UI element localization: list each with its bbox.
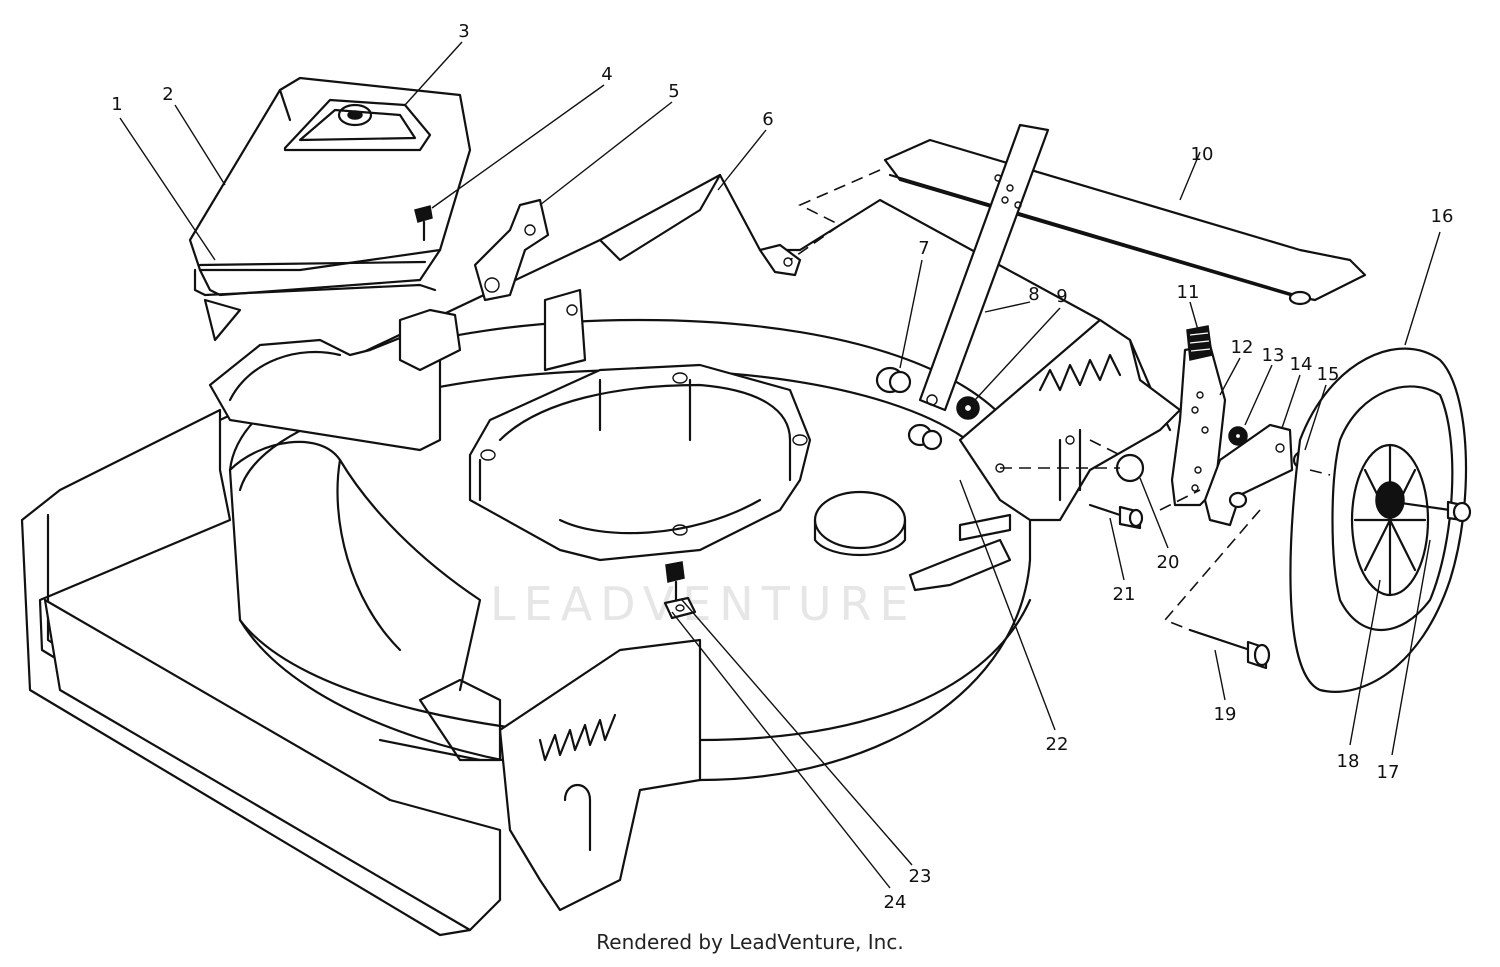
watermark: LEADVENTURE [490, 577, 917, 631]
callout-11: 11 [1177, 282, 1200, 303]
deck-housing [20, 173, 1182, 937]
callout-2: 2 [162, 84, 173, 105]
callout-20: 20 [1157, 552, 1180, 573]
bolt-21 [1088, 503, 1144, 530]
callout-8: 8 [1028, 284, 1039, 305]
callout-4: 4 [601, 64, 612, 85]
callout-12: 12 [1231, 337, 1254, 358]
discharge-door [188, 76, 472, 372]
nut-13 [1228, 426, 1248, 446]
footer-credit: Rendered by LeadVenture, Inc. [596, 930, 904, 954]
callout-10: 10 [1191, 144, 1214, 165]
leader-lines [119, 41, 1441, 889]
callout-19: 19 [1214, 704, 1237, 725]
callout-5: 5 [668, 81, 679, 102]
callout-24: 24 [884, 892, 907, 913]
callout-15: 15 [1317, 364, 1340, 385]
callout-3: 3 [458, 21, 469, 42]
rear-flap-10 [883, 138, 1367, 306]
callout-14: 14 [1290, 354, 1313, 375]
callout-16: 16 [1431, 206, 1454, 227]
washer-9 [956, 396, 980, 420]
callout-1: 1 [111, 94, 122, 115]
lever-14 [1203, 423, 1294, 527]
callout-6: 6 [762, 109, 773, 130]
axle-bolt-17 [1378, 498, 1472, 523]
callout-7: 7 [918, 238, 929, 259]
nut-22 [907, 423, 943, 451]
callout-22: 22 [1046, 734, 1069, 755]
spring-11 [1186, 325, 1213, 361]
callout-21: 21 [1113, 584, 1136, 605]
bolt-19 [1188, 628, 1271, 670]
bracket-5 [473, 198, 550, 302]
height-link-8 [918, 123, 1050, 412]
deck-rear-6 [758, 243, 802, 277]
screw-4 [414, 205, 433, 242]
washer-20 [1115, 453, 1145, 483]
callout-13: 13 [1262, 345, 1285, 366]
nut-7 [875, 366, 912, 394]
callout-18: 18 [1337, 751, 1360, 772]
callout-23: 23 [909, 866, 932, 887]
callout-9: 9 [1056, 286, 1067, 307]
bolt-23 [665, 561, 685, 602]
wheel-16 [1289, 347, 1468, 693]
callouts: 1 2 3 4 5 6 7 8 9 10 11 12 13 14 15 16 1… [111, 21, 1453, 913]
assembly-lines [789, 169, 1331, 631]
adjust-plate-12 [1170, 343, 1227, 507]
callout-17: 17 [1377, 762, 1400, 783]
